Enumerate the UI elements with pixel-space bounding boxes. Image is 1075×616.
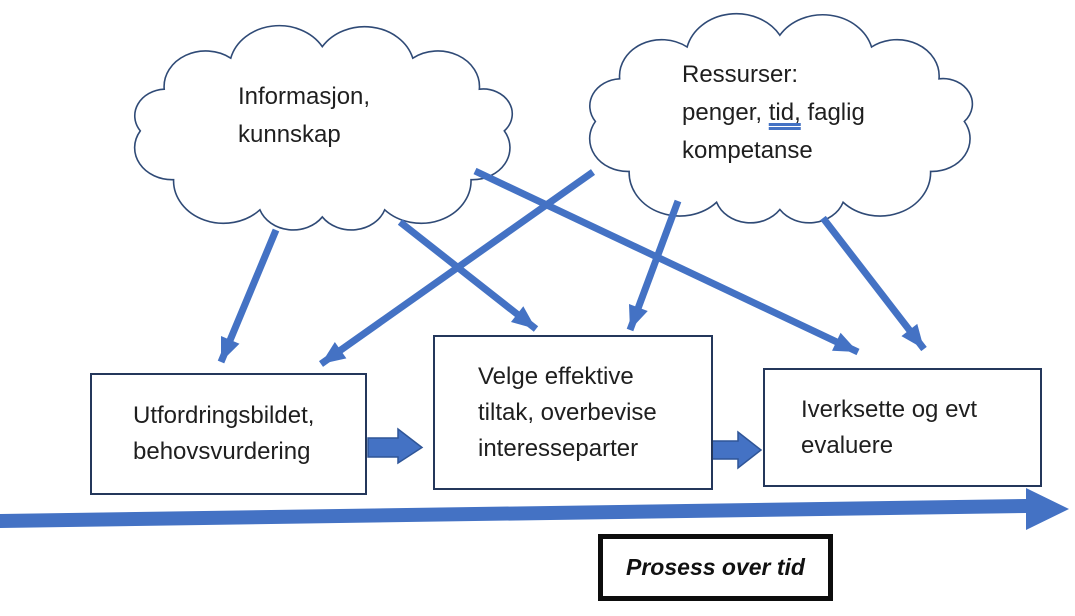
underlined-word-tid: tid, [768,99,801,126]
cloud-ressurser-shape [590,14,973,223]
block-arrow-box2-to-box3 [711,430,763,470]
cloud-informasjon-line1: Informasjon, [238,83,371,110]
cloud-ressurser-line2: penger, tid, faglig [682,99,865,126]
timeline-label-box: Prosess over tid [598,534,833,601]
arrow-ressurser-to-iverksette [820,215,927,352]
process-box-utfordringsbildet: Utfordringsbildet, behovsvurdering [90,373,367,495]
process-box-velge-tiltak-label: Velge effektive tiltak, overbevise inter… [478,362,657,462]
block-arrow-box1-to-box2 [367,427,424,465]
arrow-ressurser-to-velge-tiltak [626,199,682,332]
timeline-label: Prosess over tid [626,554,805,580]
process-box-utfordringsbildet-label: Utfordringsbildet, behovsvurdering [133,402,315,465]
cloud-informasjon-text: Informasjon, kunnskap [238,78,370,154]
cloud-ressurser-line3: kompetanse [682,137,813,164]
arrow-informasjon-to-velge-tiltak [397,219,539,332]
cloud-ressurser-line1: Ressurser: [682,61,799,88]
arrow-informasjon-to-utfordringsbildet [217,228,280,364]
cloud-informasjon-shape [135,26,513,230]
cloud-ressurser-text: Ressurser: penger, tid, faglig kompetans… [682,56,865,170]
process-box-iverksette-label: Iverksette og evt evaluere [801,395,978,459]
cloud-informasjon-line2: kunnskap [238,121,341,148]
process-box-iverksette: Iverksette og evt evaluere [763,368,1042,487]
timeline-arrow [0,488,1069,530]
arrow-informasjon-to-iverksette [473,167,860,356]
process-box-velge-tiltak: Velge effektive tiltak, overbevise inter… [433,335,713,490]
